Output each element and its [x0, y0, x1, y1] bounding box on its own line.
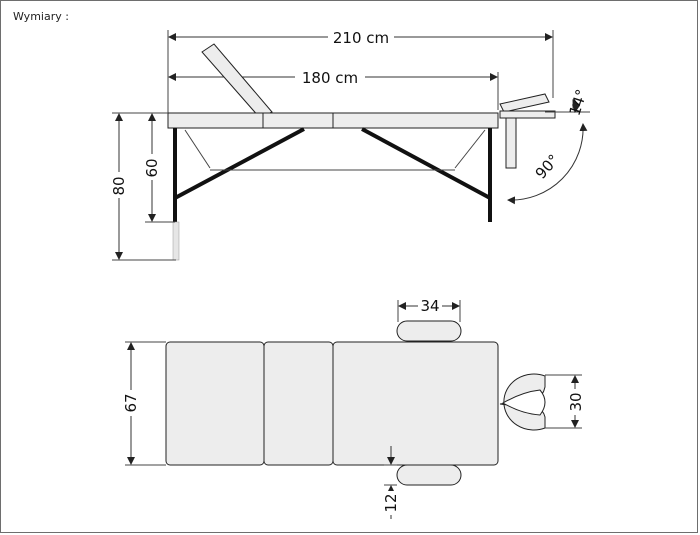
armrest-bottom — [396, 464, 462, 486]
leg-extension — [172, 221, 180, 261]
side-view: 210 cm 180 cm 80 60 — [110, 27, 591, 261]
label-armrest-length: 34 — [420, 297, 439, 315]
arc-headrest-tilt — [572, 99, 580, 113]
armrest-hanging — [505, 117, 517, 169]
brace-left — [174, 127, 305, 200]
label-height-total: 80 — [110, 176, 128, 195]
label-bg — [295, 67, 365, 87]
raised-backrest — [201, 43, 273, 119]
mattress-section-1 — [165, 341, 265, 466]
mattress-section-3 — [332, 341, 499, 466]
label-bg — [110, 172, 128, 198]
label-bg — [143, 154, 161, 180]
heading: Wymiary : — [13, 10, 69, 23]
headrest-side — [499, 93, 550, 113]
label-headrest-width: 30 — [567, 392, 585, 411]
arc-armrest-angle — [507, 123, 588, 205]
label-total-length: 210 cm — [333, 29, 389, 47]
cable-right — [454, 129, 486, 169]
brace-right — [361, 127, 491, 200]
top-section-3 — [332, 112, 499, 129]
face-cradle-opening — [502, 389, 546, 416]
headrest-bracket — [499, 110, 556, 119]
label-bed-length: 180 cm — [302, 69, 358, 87]
label-bg — [328, 27, 394, 47]
label-armrest-width: 12 — [382, 493, 400, 512]
label-bg — [566, 389, 586, 415]
top-view: 34 67 30 12 — [121, 296, 586, 519]
label-width: 67 — [122, 393, 140, 412]
cable-left — [184, 129, 211, 169]
top-section-1 — [167, 112, 264, 129]
label-armrest-angle: 90° — [532, 151, 563, 183]
mattress-section-2 — [263, 341, 334, 466]
label-height-frame: 60 — [143, 158, 161, 177]
label-bg — [381, 491, 401, 515]
armrest-top — [396, 320, 462, 342]
top-section-2 — [262, 112, 334, 129]
label-bg — [418, 296, 442, 314]
label-headrest-tilt: 14° — [566, 87, 591, 118]
label-bg — [121, 390, 141, 416]
